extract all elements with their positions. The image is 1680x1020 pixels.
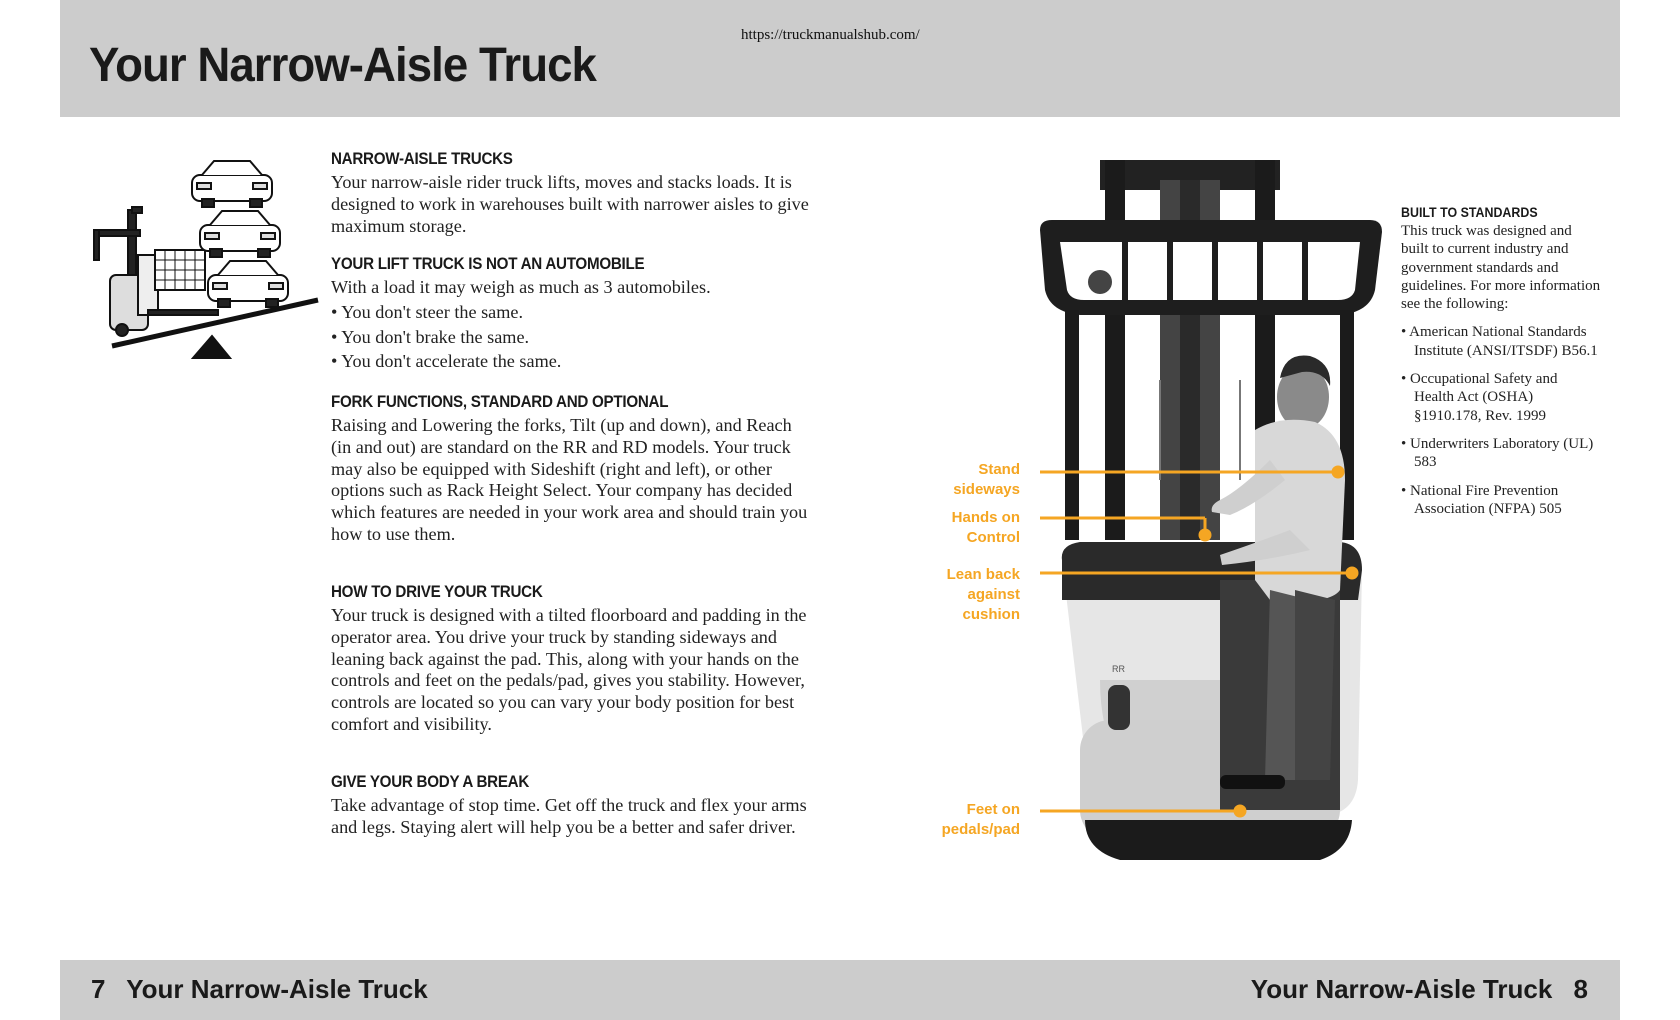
section-not-an-automobile: YOUR LIFT TRUCK IS NOT AN AUTOMOBILE Wit… <box>331 255 711 373</box>
callout-line: Stand <box>978 461 1020 478</box>
callout-feet-on-pedals: Feet on pedals/pad <box>870 800 1020 840</box>
callout-line: Hands on <box>951 509 1020 526</box>
callout-lean-back: Lean back against cushion <box>870 565 1020 625</box>
page-title: Your Narrow-Aisle Truck <box>89 39 597 92</box>
section-body: Your narrow-aisle rider truck lifts, mov… <box>331 172 809 236</box>
section-fork-functions: FORK FUNCTIONS, STANDARD AND OPTIONAL Ra… <box>331 393 809 546</box>
footer-title-right: Your Narrow-Aisle Truck <box>1250 974 1553 1004</box>
sidebar-heading: BUILT TO STANDARDS <box>1401 205 1538 220</box>
standards-list: • American National Standards Institute … <box>1401 323 1601 518</box>
sidebar-body: This truck was designed and built to cur… <box>1401 223 1601 313</box>
callout-stand-sideways: Stand sideways <box>870 460 1020 500</box>
section-heading: YOUR LIFT TRUCK IS NOT AN AUTOMOBILE <box>331 255 645 273</box>
bullet-item: • You don't brake the same. <box>331 326 530 347</box>
section-body-break: GIVE YOUR BODY A BREAK Take advantage of… <box>331 773 809 839</box>
list-item: • American National Standards Institute … <box>1401 324 1598 359</box>
header-band <box>60 0 1620 117</box>
seesaw-illustration <box>93 160 319 359</box>
page-number-left: 7 <box>91 974 106 1004</box>
bullet-item: • You don't accelerate the same. <box>331 351 562 372</box>
callout-hands-on-control: Hands on Control <box>870 508 1020 548</box>
section-heading: NARROW-AISLE TRUCKS <box>331 150 513 168</box>
section-body: Raising and Lowering the forks, Tilt (up… <box>331 415 808 544</box>
callout-line: cushion <box>962 606 1020 623</box>
section-body: With a load it may weigh as much as 3 au… <box>331 277 711 297</box>
section-heading: HOW TO DRIVE YOUR TRUCK <box>331 583 543 601</box>
section-body: Take advantage of stop time. Get off the… <box>331 795 807 837</box>
callout-line: against <box>967 586 1020 603</box>
list-item: • Occupational Safety and Health Act (OS… <box>1401 371 1558 424</box>
callout-line: pedals/pad <box>941 821 1020 838</box>
section-heading: FORK FUNCTIONS, STANDARD AND OPTIONAL <box>331 393 669 411</box>
section-body: Your truck is designed with a tilted flo… <box>331 605 807 734</box>
section-narrow-aisle-trucks: NARROW-AISLE TRUCKS Your narrow-aisle ri… <box>331 150 809 237</box>
truck-operator-illustration: RR <box>1040 160 1382 860</box>
footer-band <box>60 960 1620 1020</box>
source-url[interactable]: https://truckmanualshub.com/ <box>741 27 920 43</box>
list-item: • National Fire Prevention Association (… <box>1401 482 1562 517</box>
footer-right: Your Narrow-Aisle Truck 8 <box>1251 974 1588 1005</box>
footer-title-left: Your Narrow-Aisle Truck <box>126 974 428 1004</box>
list-item: • Underwriters Laboratory (UL) 583 <box>1401 435 1594 471</box>
page-number-right: 8 <box>1573 974 1588 1004</box>
truck-model-badge: RR <box>1112 664 1125 674</box>
footer-left: 7 Your Narrow-Aisle Truck <box>91 974 428 1005</box>
section-how-to-drive: HOW TO DRIVE YOUR TRUCK Your truck is de… <box>331 583 809 736</box>
callout-line: Control <box>966 529 1020 546</box>
callout-line: sideways <box>953 481 1020 498</box>
callout-line: Lean back <box>946 566 1020 583</box>
section-heading: GIVE YOUR BODY A BREAK <box>331 773 530 791</box>
standards-sidebar: BUILT TO STANDARDS This truck was design… <box>1401 205 1601 528</box>
callout-line: Feet on <box>966 801 1020 818</box>
bullet-item: • You don't steer the same. <box>331 301 524 322</box>
